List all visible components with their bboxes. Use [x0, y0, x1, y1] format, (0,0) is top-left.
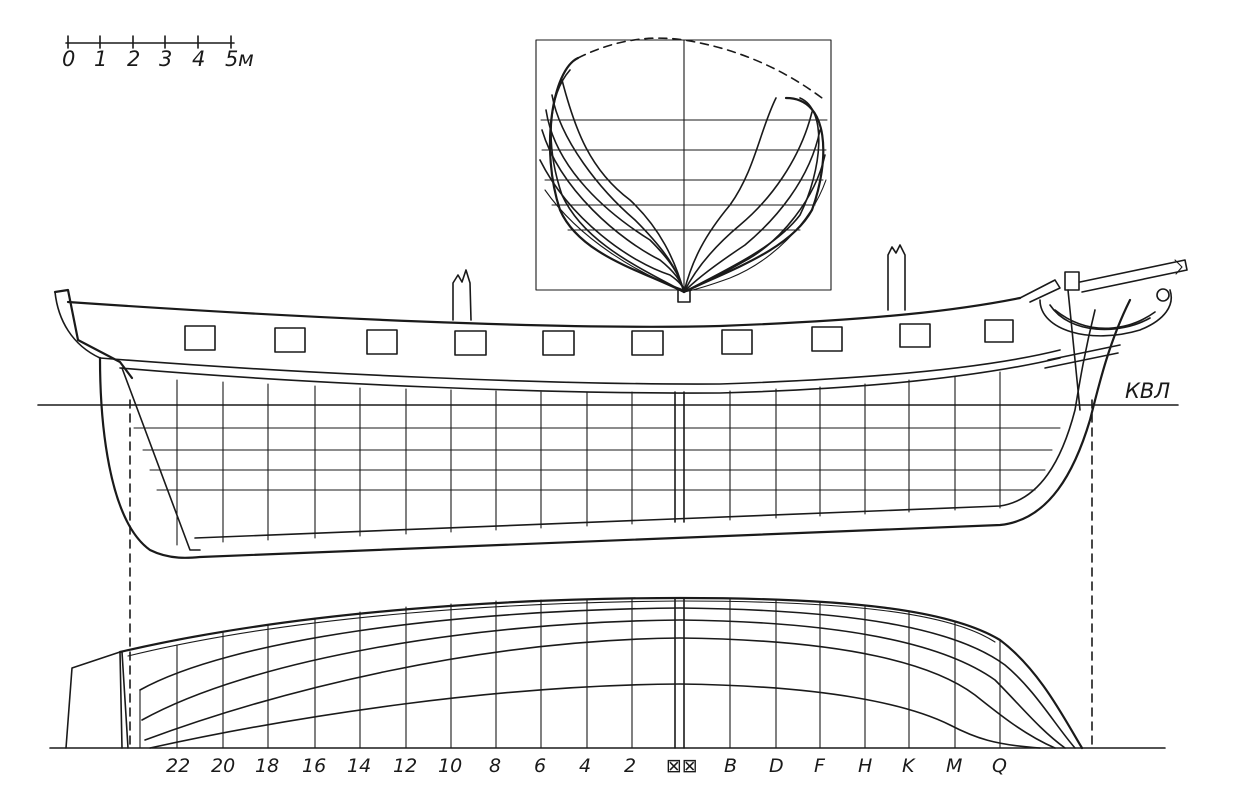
scale-tick-1: 1 [94, 47, 107, 71]
station-label: B [724, 755, 737, 777]
station-label: 2 [624, 755, 636, 777]
scale-bar: 0 1 2 3 4 5 м [62, 35, 254, 71]
station-label: 14 [347, 755, 371, 777]
sheer-plan: КВЛ [37, 244, 1188, 751]
station-label: 22 [166, 755, 190, 777]
station-label: H [858, 755, 872, 777]
station-label: 4 [579, 755, 591, 777]
scale-tick-5: 5 [225, 47, 238, 71]
station-labels: 22 20 18 16 14 12 10 8 6 4 2 ⊠⊠ B D F H … [166, 755, 1007, 777]
body-plan [535, 37, 832, 303]
station-label: M [946, 755, 962, 777]
station-label: 6 [534, 755, 546, 777]
scale-tick-3: 3 [159, 47, 172, 71]
scale-tick-0: 0 [62, 47, 75, 71]
station-label: 18 [255, 755, 279, 777]
plan-station-lines [176, 597, 1001, 749]
station-label: 10 [438, 755, 462, 777]
profile-station-lines [176, 371, 1001, 546]
station-label: 12 [393, 755, 417, 777]
station-label: 8 [489, 755, 501, 777]
station-label: Q [992, 755, 1007, 777]
scale-tick-2: 2 [127, 47, 140, 71]
station-label: F [814, 755, 826, 777]
station-label: D [769, 755, 784, 777]
scale-unit: м [238, 47, 254, 71]
station-label: 16 [302, 755, 326, 777]
station-label: K [902, 755, 916, 777]
midship-symbol: ⊠⊠ [666, 755, 698, 777]
waterline-label: КВЛ [1125, 379, 1170, 403]
station-label: 20 [211, 755, 235, 777]
half-breadth-plan [49, 596, 1166, 750]
scale-tick-4: 4 [192, 47, 205, 71]
